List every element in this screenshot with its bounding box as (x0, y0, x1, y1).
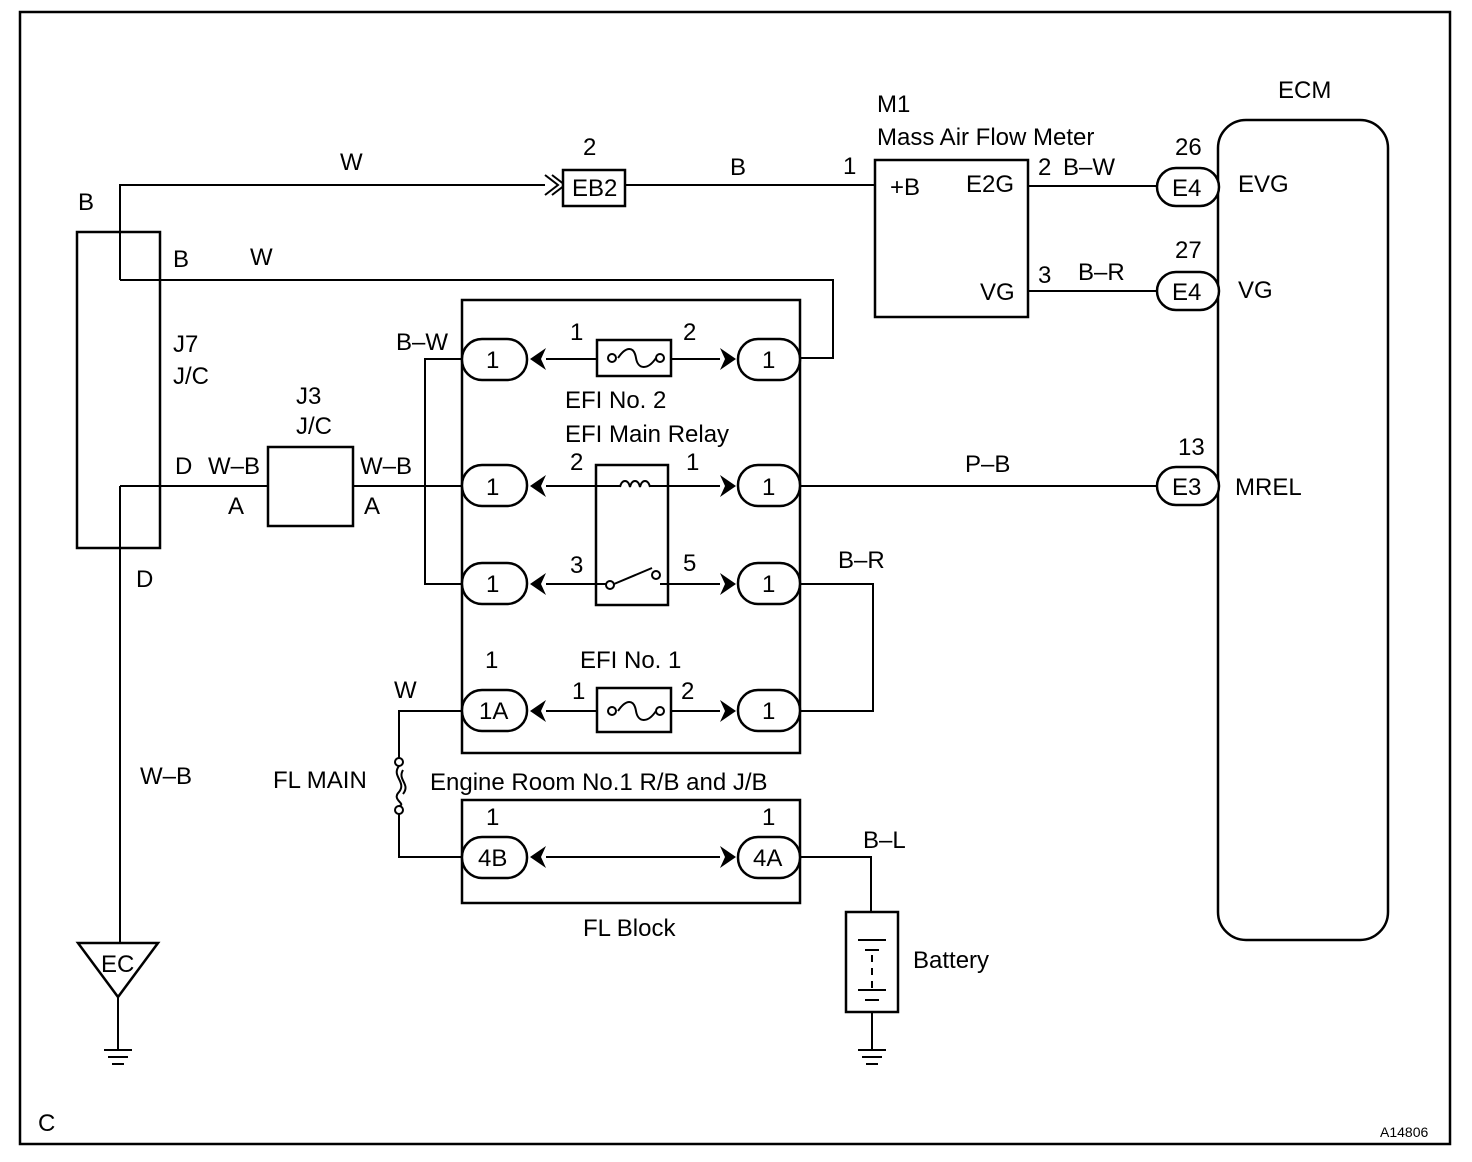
wire-w-top (119, 184, 545, 280)
efi2-fuse-row: 1 1 1 2 EFI No. 2 (460, 319, 802, 414)
relay-coil-pin-num-2: 2 (570, 449, 583, 476)
relay-coil-right-pin: 1 (762, 474, 775, 501)
maf-pin-b-num: 1 (843, 153, 856, 180)
wire-w-efi2-label: W (250, 244, 273, 271)
eb2-pin-num: 2 (583, 134, 596, 161)
relay-switch-left-pin: 1 (486, 571, 499, 598)
wire-bl-battery (800, 856, 872, 912)
fl-block: 1 1 4B 4A FL Block (460, 798, 802, 942)
efi1-label: EFI No. 1 (580, 647, 681, 674)
efi1-right-pin: 1 (762, 698, 775, 725)
wire-br-efi1-label: B–R (838, 547, 885, 574)
relay-switch-row: 1 1 3 5 (460, 550, 802, 606)
ecm-pin-mrel-connector: E3 (1172, 474, 1201, 501)
j3-type: J/C (296, 413, 332, 440)
wire-bw-evg-label: B–W (1063, 154, 1115, 181)
j7-side-b-label: B (173, 246, 189, 273)
wire-wb-right-label: W–B (360, 453, 412, 480)
relay-coil-pin-num-1: 1 (686, 449, 699, 476)
maf-meter: M1 Mass Air Flow Meter +B E2G VG 1 2 3 (843, 91, 1094, 319)
wire-pb-label: P–B (965, 451, 1010, 478)
relay-switch-pin-num-3: 3 (570, 552, 583, 579)
ecm-pin-evg-label: EVG (1238, 171, 1289, 198)
ecm-pin-evg-num: 26 (1175, 134, 1202, 161)
wire-br-efi1 (800, 583, 874, 712)
ecm-pin-mrel-label: MREL (1235, 474, 1302, 501)
fl-block-title: FL Block (583, 915, 676, 942)
maf-id: M1 (877, 91, 910, 118)
battery-icon (844, 910, 900, 1065)
j3-id: J3 (296, 383, 321, 410)
battery-label: Battery (913, 947, 989, 974)
wire-w-top-label: W (340, 149, 363, 176)
fl-main-label: FL MAIN (273, 767, 367, 794)
ecm-pin-evg-connector: E4 (1172, 175, 1201, 202)
fl-block-pin-4a: 4A (753, 845, 782, 872)
fl-main-fuse-icon (394, 757, 407, 815)
wire-bl-label: B–L (863, 827, 906, 854)
efi1-top-pin-num: 1 (485, 647, 498, 674)
efi1-left-pin: 1A (479, 698, 508, 725)
wire-br-vg-label: B–R (1078, 259, 1125, 286)
efi2-pin-num-1: 1 (570, 319, 583, 346)
efi1-pin-num-2: 2 (681, 678, 694, 705)
efi2-label: EFI No. 2 (565, 387, 666, 414)
maf-name: Mass Air Flow Meter (877, 124, 1094, 151)
j7-side-d-label: D (175, 453, 192, 480)
maf-pin-e2g: E2G (966, 171, 1014, 198)
j7-top-label: B (78, 189, 94, 216)
efi1-pin-num-1: 1 (572, 678, 585, 705)
ground-ec-icon: EC (75, 941, 161, 1065)
ecm-pin-vg-label: VG (1238, 277, 1273, 304)
relay-switch-pin-num-5: 5 (683, 550, 696, 577)
maf-pin-b: +B (890, 174, 920, 201)
ecm-pin-vg-connector: E4 (1172, 279, 1201, 306)
wire-bw-left (424, 358, 462, 585)
j7-bottom-label: D (136, 566, 153, 593)
eb2-label: EB2 (572, 175, 617, 202)
ecm-pin-vg: E4 27 VG (1155, 237, 1273, 312)
diagram-id: A14806 (1380, 1124, 1428, 1140)
efi-main-relay-label: EFI Main Relay (565, 421, 729, 448)
wire-bw-left-label: B–W (396, 329, 448, 356)
maf-pin-e2g-num: 2 (1038, 154, 1051, 181)
ecm-pin-mrel-num: 13 (1178, 434, 1205, 461)
j7-junction-connector: J7 J/C B B D D (75, 189, 209, 593)
j3-junction-connector: J3 J/C A A (228, 383, 380, 528)
efi2-pin-num-2: 2 (683, 319, 696, 346)
ecm-title: ECM (1278, 77, 1331, 104)
relay-coil-left-pin: 1 (486, 474, 499, 501)
efi1-fuse-row: EFI No. 1 1 1A 1 1 2 (460, 647, 802, 734)
wire-b-label: B (730, 154, 746, 181)
j7-type: J/C (173, 363, 209, 390)
j3-right-a: A (364, 493, 380, 520)
wire-w-fl-label: W (394, 677, 417, 704)
wire-wb-left-label: W–B (208, 453, 260, 480)
corner-label: C (38, 1110, 55, 1137)
ecm-pin-evg: E4 26 EVG (1155, 134, 1289, 208)
ground-ec-label: EC (101, 951, 134, 978)
relay-block-title: Engine Room No.1 R/B and J/B (430, 769, 768, 796)
fl-block-num-left: 1 (486, 804, 499, 831)
relay-switch-right-pin: 1 (762, 571, 775, 598)
efi2-left-pin: 1 (486, 347, 499, 374)
fl-block-pin-4b: 4B (478, 845, 507, 872)
maf-pin-vg-num: 3 (1038, 262, 1051, 289)
j3-left-a: A (228, 493, 244, 520)
maf-pin-vg: VG (980, 279, 1015, 306)
efi2-right-pin: 1 (762, 347, 775, 374)
wire-w-efi2 (120, 279, 834, 359)
j7-id: J7 (173, 331, 198, 358)
ecm-pin-vg-num: 27 (1175, 237, 1202, 264)
page-frame (18, 10, 1452, 1146)
ecm-unit: ECM (1216, 77, 1390, 942)
wire-w-fl (398, 710, 462, 858)
wire-wb-ground-label: W–B (140, 763, 192, 790)
ecm-pin-mrel: E3 13 MREL (1155, 434, 1302, 507)
relay-coil-row: 1 1 2 1 (460, 449, 802, 508)
eb2-connector: EB2 2 (561, 134, 627, 208)
fl-block-num-right: 1 (762, 804, 775, 831)
